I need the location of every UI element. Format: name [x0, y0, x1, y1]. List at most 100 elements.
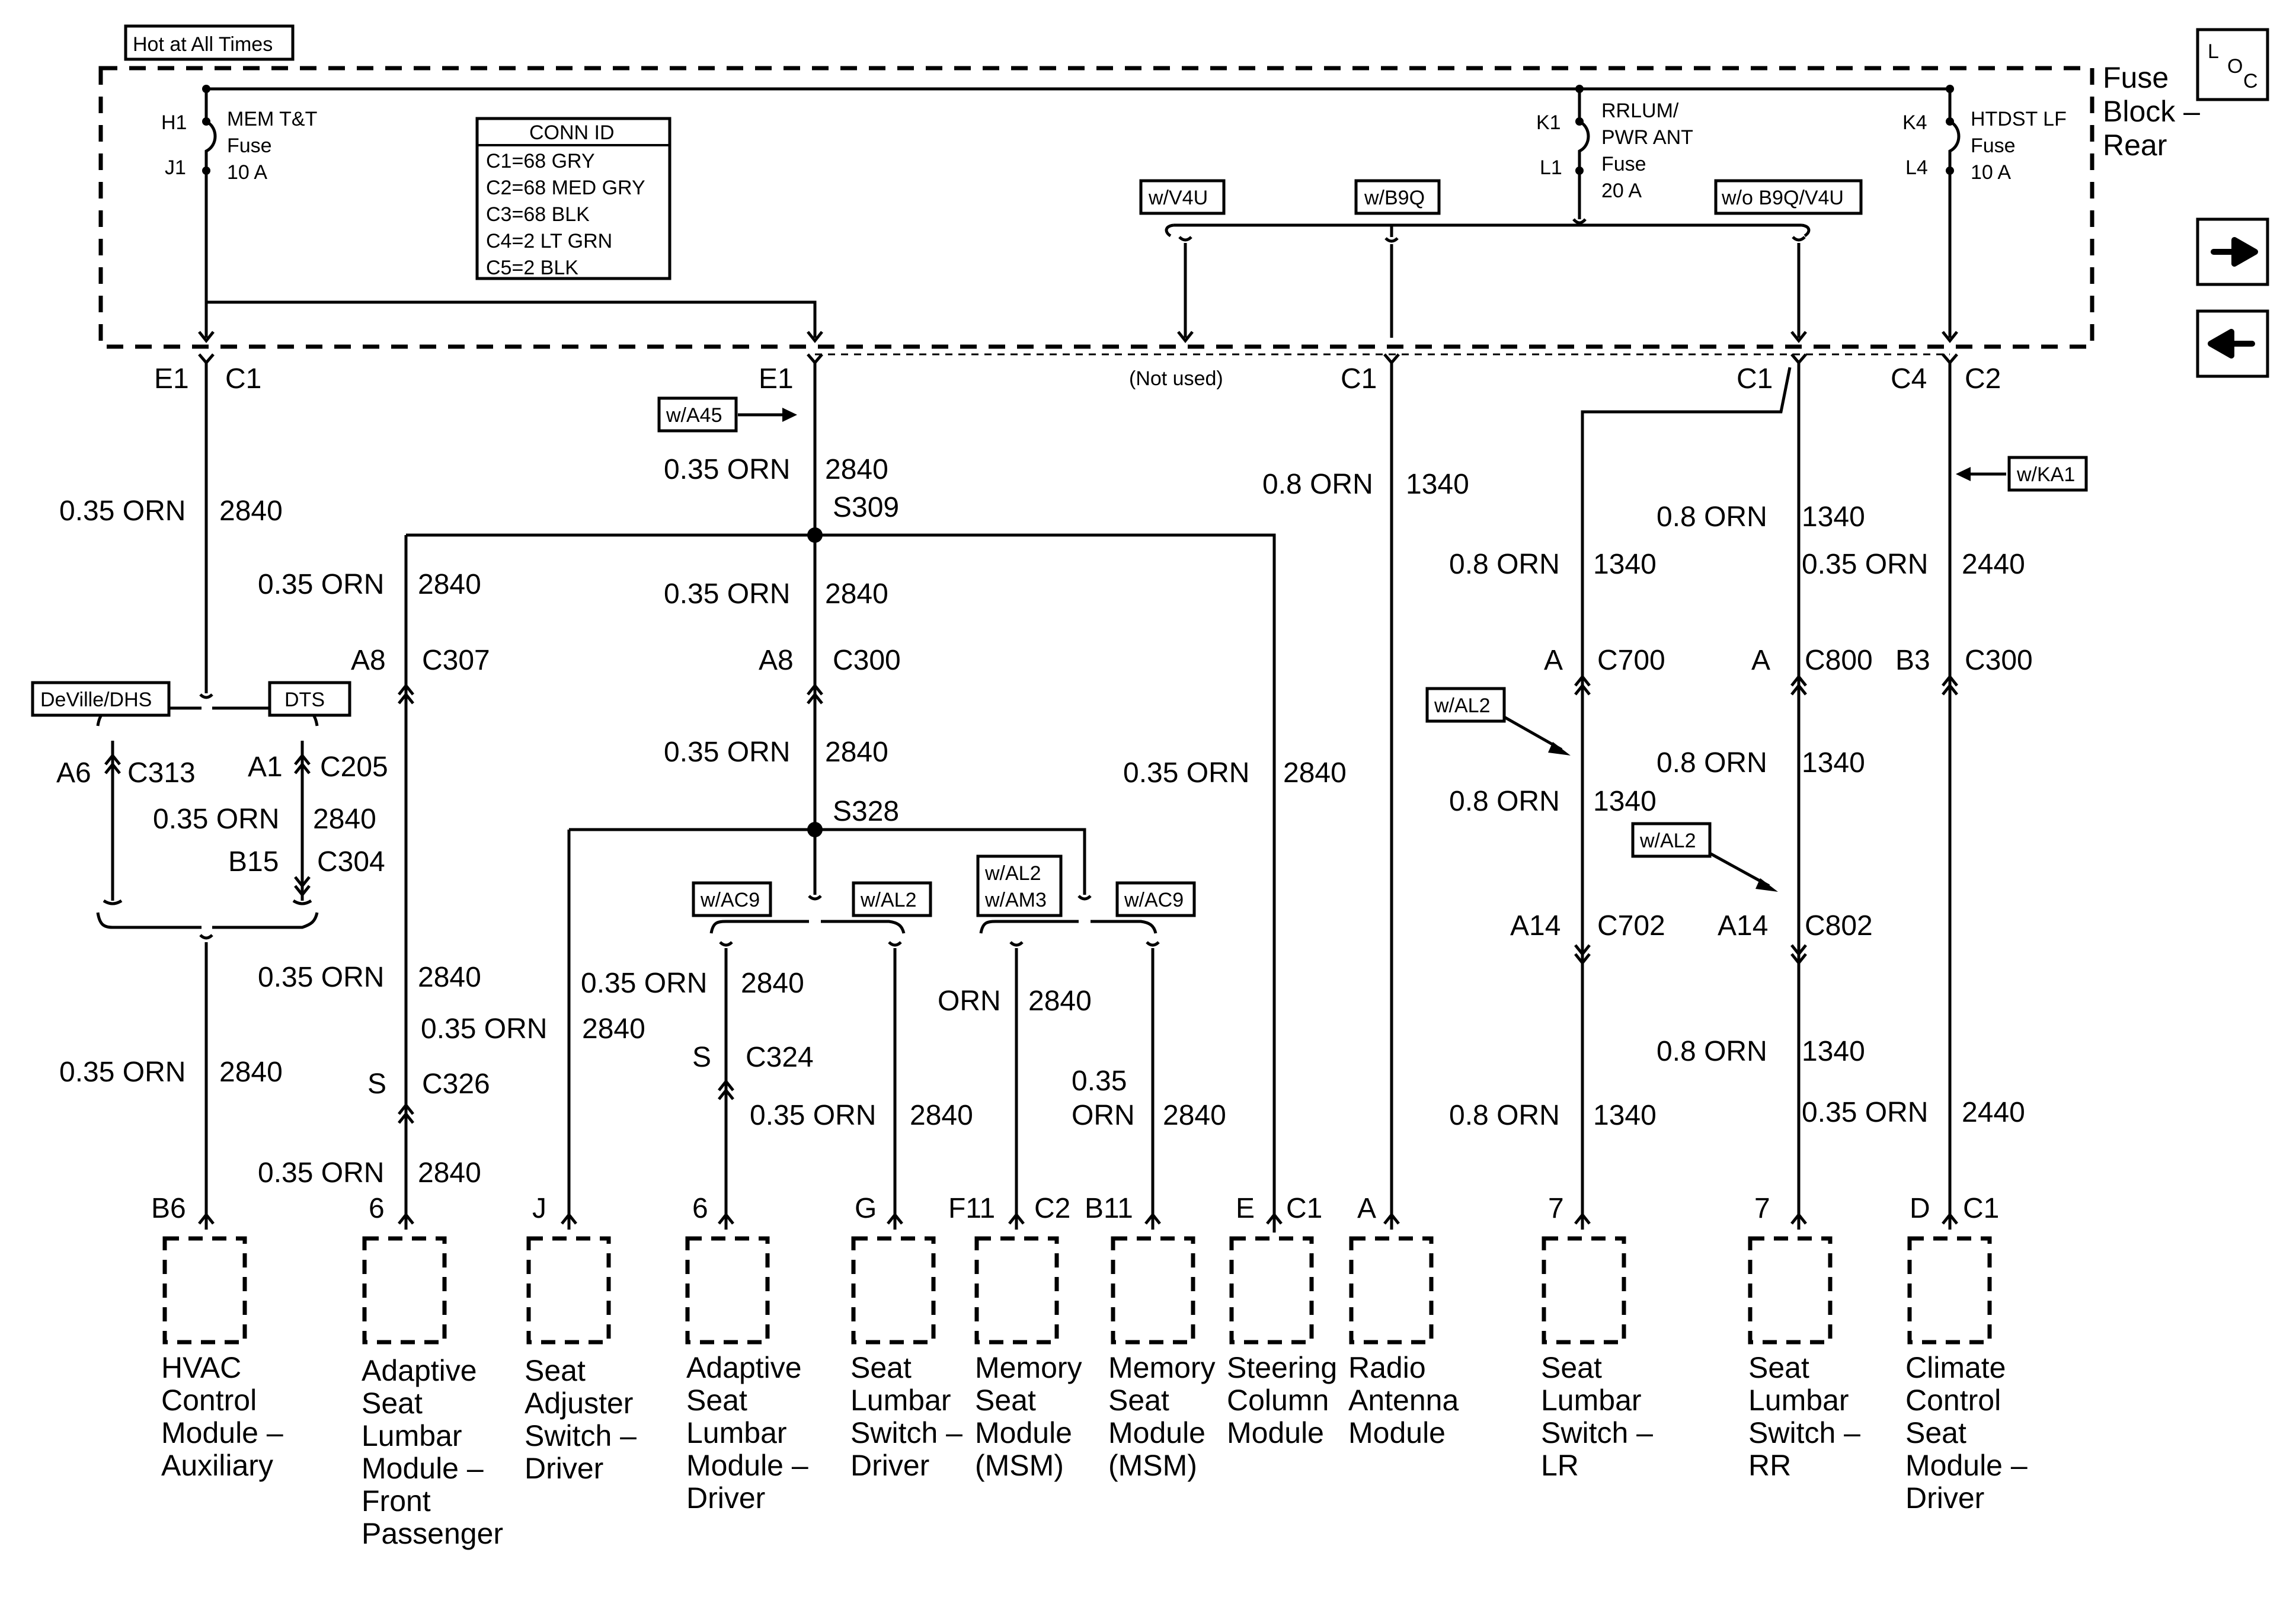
- arrow-left-icon[interactable]: [2196, 309, 2269, 378]
- svg-text:RRLUM/: RRLUM/: [1601, 100, 1679, 122]
- svg-text:Front: Front: [362, 1484, 431, 1518]
- svg-text:L: L: [2208, 40, 2219, 63]
- svg-text:C: C: [2243, 70, 2258, 92]
- svg-text:C800: C800: [1805, 645, 1873, 676]
- svg-text:1340: 1340: [1593, 786, 1657, 817]
- svg-text:Column: Column: [1227, 1384, 1329, 1417]
- svg-text:Fuse: Fuse: [227, 135, 272, 157]
- svg-text:C326: C326: [422, 1068, 490, 1100]
- svg-text:2840: 2840: [1283, 757, 1347, 789]
- svg-text:E1: E1: [759, 363, 794, 395]
- svg-text:Driver: Driver: [686, 1481, 765, 1515]
- svg-text:Fuse: Fuse: [1601, 153, 1646, 175]
- svg-text:J: J: [532, 1193, 546, 1224]
- svg-text:Lumbar: Lumbar: [686, 1416, 787, 1449]
- svg-text:2840: 2840: [219, 495, 283, 527]
- module-adaptive-seat-lumbar-front-passenger: 6 Adaptive Seat Lumbar Module – Front Pa…: [362, 1193, 503, 1550]
- svg-text:HTDST LF: HTDST LF: [1971, 108, 2067, 130]
- svg-text:H1: H1: [161, 111, 187, 134]
- svg-text:(MSM): (MSM): [975, 1449, 1064, 1482]
- svg-text:C1: C1: [1286, 1193, 1322, 1224]
- svg-text:0.35 ORN: 0.35 ORN: [421, 1013, 547, 1045]
- svg-text:G: G: [855, 1193, 877, 1224]
- svg-text:0.35 ORN: 0.35 ORN: [153, 804, 279, 835]
- svg-text:C802: C802: [1805, 910, 1873, 942]
- svg-text:A1: A1: [248, 751, 283, 783]
- svg-text:C4=2 LT GRN: C4=2 LT GRN: [486, 230, 612, 252]
- svg-text:1340: 1340: [1802, 1036, 1865, 1067]
- module-seat-adjuster-switch-driver: J Seat Adjuster Switch – Driver: [525, 1193, 637, 1485]
- svg-text:10 A: 10 A: [1971, 161, 2011, 184]
- svg-text:Block –: Block –: [2103, 95, 2200, 128]
- loc-icon[interactable]: L O C: [2196, 28, 2269, 101]
- svg-text:Module –: Module –: [161, 1416, 283, 1449]
- svg-text:LR: LR: [1541, 1449, 1579, 1482]
- svg-text:0.35 ORN: 0.35 ORN: [1802, 549, 1928, 580]
- svg-text:6: 6: [369, 1193, 385, 1224]
- svg-text:C307: C307: [422, 645, 490, 676]
- svg-text:2840: 2840: [825, 737, 888, 768]
- svg-text:L4: L4: [1905, 156, 1928, 179]
- svg-text:2840: 2840: [825, 454, 888, 485]
- svg-text:2440: 2440: [1962, 1097, 2025, 1128]
- svg-text:S309: S309: [833, 492, 899, 523]
- svg-text:D: D: [1910, 1193, 1930, 1224]
- fuse-block-outline: [98, 66, 2094, 349]
- svg-text:0.35 ORN: 0.35 ORN: [258, 1157, 384, 1189]
- svg-text:0.35 ORN: 0.35 ORN: [664, 737, 790, 768]
- svg-text:F11: F11: [948, 1193, 995, 1224]
- svg-text:C4: C4: [1891, 363, 1927, 395]
- svg-text:0.35: 0.35: [1072, 1065, 1127, 1097]
- svg-text:2840: 2840: [910, 1100, 973, 1131]
- tag-w-v4u: [1139, 179, 1226, 215]
- arrow-right-icon[interactable]: [2196, 217, 2269, 286]
- svg-text:0.8 ORN: 0.8 ORN: [1657, 1036, 1767, 1067]
- svg-text:0.35 ORN: 0.35 ORN: [750, 1100, 876, 1131]
- svg-text:A14: A14: [1718, 910, 1768, 942]
- svg-text:Module: Module: [1108, 1416, 1205, 1449]
- svg-text:w/o B9Q/V4U: w/o B9Q/V4U: [1721, 187, 1844, 209]
- svg-text:(MSM): (MSM): [1108, 1449, 1197, 1482]
- svg-text:Fuse: Fuse: [2103, 61, 2169, 94]
- svg-text:0.35 ORN: 0.35 ORN: [1802, 1097, 1928, 1128]
- svg-text:B3: B3: [1895, 645, 1930, 676]
- svg-text:C205: C205: [320, 751, 388, 783]
- wire-labels: 0.35 ORN 2840 0.35 ORN 2840 0.8 ORN 1340 0.…: [59, 454, 2025, 1189]
- svg-text:Module –: Module –: [686, 1449, 808, 1482]
- option-tags: w/A45 w/KA1 w/AL2 w/AL2 w/AC9 w/AL2 w/AL…: [31, 396, 2088, 917]
- svg-text:w/AC9: w/AC9: [700, 889, 760, 911]
- svg-text:7: 7: [1548, 1193, 1564, 1224]
- svg-text:Seat: Seat: [1905, 1416, 1966, 1449]
- svg-text:0.8 ORN: 0.8 ORN: [1449, 549, 1560, 580]
- svg-text:C5=2 BLK: C5=2 BLK: [486, 257, 578, 279]
- circuit-wires: [96, 363, 1958, 1233]
- svg-text:2840: 2840: [313, 804, 376, 835]
- svg-text:Seat: Seat: [1748, 1351, 1809, 1384]
- svg-text:0.35 ORN: 0.35 ORN: [1123, 757, 1249, 789]
- connector-row: (Not used) E1 C1 E1 C1 C1 C4 C2: [154, 353, 2001, 395]
- svg-text:0.35 ORN: 0.35 ORN: [59, 495, 186, 527]
- wire-lr: [1581, 367, 1792, 1230]
- wire-s309-right: [406, 533, 1276, 1233]
- svg-text:C1: C1: [225, 363, 261, 395]
- svg-text:w/AL2: w/AL2: [1639, 830, 1696, 852]
- module-hvac-control-aux: B6 HVAC Control Module – Auxiliary: [151, 1193, 283, 1482]
- svg-text:10 A: 10 A: [227, 161, 267, 184]
- svg-text:C2: C2: [1034, 1193, 1070, 1224]
- svg-text:Driver: Driver: [850, 1449, 929, 1482]
- svg-text:2840: 2840: [418, 1157, 481, 1189]
- svg-text:1340: 1340: [1593, 1100, 1657, 1131]
- svg-text:E1: E1: [154, 363, 189, 395]
- svg-text:w/V4U: w/V4U: [1148, 187, 1208, 209]
- svg-text:B11: B11: [1085, 1193, 1133, 1224]
- svg-text:Antenna: Antenna: [1348, 1384, 1459, 1417]
- hot-at-all-times-tag: [124, 24, 295, 61]
- svg-text:w/A45: w/A45: [666, 404, 722, 427]
- svg-text:2840: 2840: [582, 1013, 645, 1045]
- svg-text:S328: S328: [833, 796, 899, 827]
- svg-text:2840: 2840: [1028, 985, 1092, 1017]
- svg-text:Switch –: Switch –: [850, 1416, 962, 1449]
- svg-text:0.8 ORN: 0.8 ORN: [1449, 786, 1560, 817]
- svg-text:0.8 ORN: 0.8 ORN: [1449, 1100, 1560, 1131]
